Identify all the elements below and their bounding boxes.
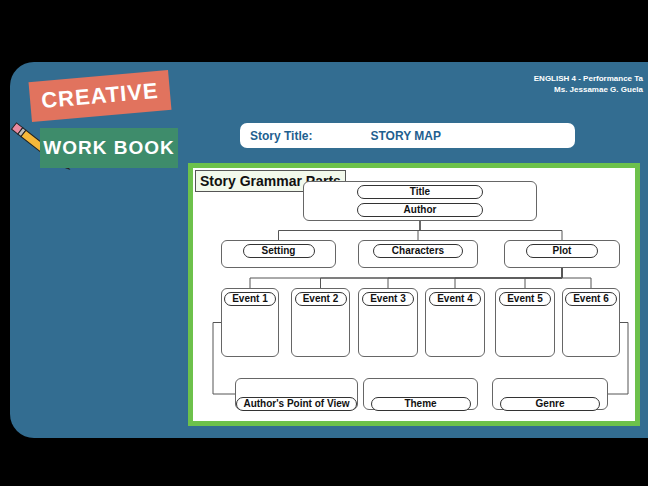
story-part-box: Event 6: [562, 288, 620, 357]
story-part-box: Event 3: [358, 288, 418, 357]
story-part-box: Setting: [221, 240, 336, 268]
connector-line: [525, 268, 562, 288]
part-label: Author: [357, 203, 483, 217]
part-label: Event 2: [295, 292, 347, 306]
header-note: Ms. Jessamae G. Guela: [554, 85, 643, 94]
part-label: Author's Point of View: [236, 397, 356, 411]
story-part-box: Event 5: [495, 288, 555, 357]
part-label: Event 4: [429, 292, 481, 306]
header-note: ENGLISH 4 - Performance Ta: [534, 74, 643, 83]
connector-line: [388, 268, 562, 288]
story-map-panel: Story Grammar PartsTitleAuthorSettingCha…: [188, 163, 640, 426]
part-label: Setting: [243, 244, 315, 258]
story-part-box: Characters: [358, 240, 478, 268]
part-label: Theme: [371, 397, 471, 411]
part-label: Event 3: [362, 292, 414, 306]
story-part-box: Plot: [504, 240, 620, 268]
connector-line: [455, 268, 562, 288]
story-part-box: Event 4: [425, 288, 485, 357]
story-part-box: Genre: [492, 378, 608, 410]
connector-line: [321, 268, 563, 288]
part-label: Genre: [500, 397, 600, 411]
part-label: Plot: [526, 244, 598, 258]
field-label: Story Title:: [250, 129, 312, 143]
part-label: Event 5: [499, 292, 551, 306]
connector-line: [279, 221, 421, 240]
connector-line: [250, 268, 562, 288]
story-part-box: Event 1: [221, 288, 279, 357]
story-part-box: Event 2: [291, 288, 350, 357]
badge-text: CREATIVE: [40, 78, 159, 114]
part-label: Event 1: [224, 292, 276, 306]
story-part-box: TitleAuthor: [303, 181, 537, 221]
connector-line: [562, 268, 591, 288]
story-part-box: Theme: [363, 378, 478, 410]
part-label: Title: [357, 185, 483, 199]
title-badge: WORK BOOK: [40, 128, 178, 168]
connector-line: [420, 221, 562, 240]
part-label: Event 6: [565, 292, 617, 306]
field-value: STORY MAP: [370, 129, 440, 143]
badge-text: WORK BOOK: [43, 137, 174, 159]
part-label: Characters: [373, 244, 463, 258]
story-part-box: Author's Point of View: [235, 378, 358, 410]
title-bar: Story Title: STORY MAP: [240, 123, 575, 148]
